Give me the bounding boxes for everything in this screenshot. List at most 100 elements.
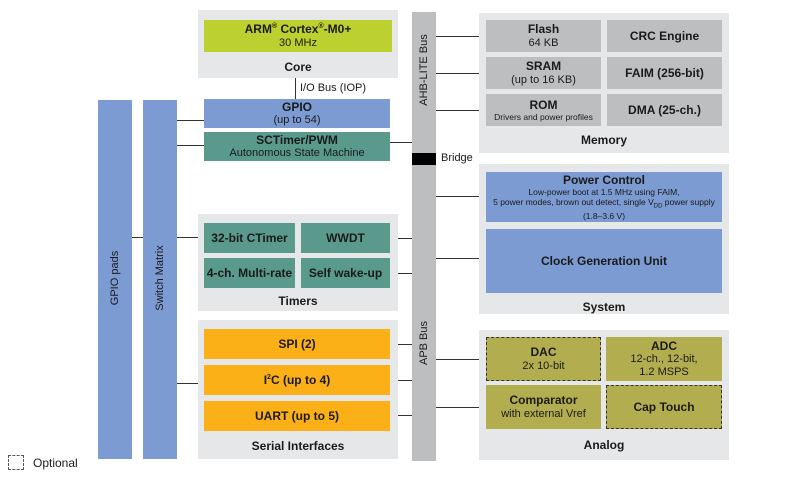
bridge-block: [412, 153, 436, 165]
gpio-sub: (up to 54): [273, 114, 321, 127]
spi-label: SPI (2): [278, 336, 316, 351]
sram-sub: (up to 16 KB): [511, 73, 576, 86]
adc-title: ADC: [651, 338, 677, 353]
i2c-block: I2C (up to 4): [204, 365, 390, 395]
cpu-frequency: 30 MHz: [279, 36, 317, 49]
i2c-label: I2C (up to 4): [263, 372, 331, 387]
switch-matrix-column: Switch Matrix: [143, 100, 177, 459]
power-control-title: Power Control: [562, 172, 645, 187]
system-group: Power Control Low-power boot at 1.5 MHz …: [479, 164, 729, 314]
clock-generation-block: Clock Generation Unit: [486, 229, 722, 293]
dac-sub: 2x 10-bit: [522, 359, 565, 372]
adc-sub1: 12-ch., 12-bit,: [630, 353, 698, 365]
sram-block: SRAM (up to 16 KB): [486, 57, 601, 89]
pads-to-matrix-line: [132, 237, 143, 238]
core-group-label: Core: [284, 60, 312, 74]
sctimer-block: SCTimer/PWM Autonomous State Machine: [204, 132, 390, 161]
system-group-label: System: [582, 300, 626, 314]
faim-block: FAIM (256-bit): [607, 57, 722, 89]
flash-block: Flash 64 KB: [486, 20, 601, 52]
rom-block: ROM Drivers and power profiles: [486, 94, 601, 126]
matrix-timers-line: [177, 237, 204, 238]
cap-touch-title: Cap Touch: [633, 399, 695, 414]
power-control-line1: Low-power boot at 1.5 MHz using FAIM,: [528, 187, 680, 198]
switch-matrix-label: Switch Matrix: [154, 245, 166, 311]
serial-group-label: Serial Interfaces: [251, 439, 345, 453]
ahb-lite-bus: AHB-LITE Bus: [412, 12, 436, 153]
dma-label: DMA (25-ch.): [628, 102, 701, 117]
comparator-sub: with external Vref: [501, 407, 586, 420]
ahb-lite-bus-label: AHB-LITE Bus: [418, 34, 430, 106]
apb-clock-line: [436, 258, 486, 259]
gpio-block: GPIO (up to 54): [204, 99, 390, 128]
ctimer-block: 32-bit CTimer: [204, 223, 295, 253]
multirate-label: 4-ch. Multi-rate: [206, 265, 293, 280]
cap-touch-block: Cap Touch: [606, 385, 722, 429]
apb-spi-line: [390, 344, 412, 345]
selfwake-label: Self wake-up: [308, 265, 383, 280]
uart-label: UART (up to 5): [255, 408, 339, 423]
comparator-block: Comparator with external Vref: [486, 385, 601, 429]
bridge-label: Bridge: [441, 152, 473, 164]
cpu-block: ARM® Cortex®-M0+ 30 MHz: [204, 20, 392, 52]
ahb-flash-line: [436, 36, 486, 37]
apb-bus-label: APB Bus: [418, 320, 430, 366]
analog-group: DAC 2x 10-bit ADC 12-ch., 12-bit, 1.2 MS…: [479, 330, 729, 460]
optional-legend-swatch: [8, 455, 24, 470]
io-bus-line: [295, 78, 296, 99]
apb-power-line: [436, 196, 486, 197]
crc-label: CRC Engine: [629, 28, 700, 43]
cpu-title: ARM® Cortex®-M0+: [244, 22, 352, 37]
faim-label: FAIM (256-bit): [625, 65, 704, 80]
crc-block: CRC Engine: [607, 20, 722, 52]
flash-sub: 64 KB: [528, 36, 559, 49]
dac-title: DAC: [530, 345, 557, 360]
gpio-title: GPIO: [281, 99, 312, 114]
timers-group: 32-bit CTimer WWDT 4-ch. Multi-rate Self…: [198, 214, 398, 311]
rom-title: ROM: [529, 97, 558, 112]
analog-group-label: Analog: [583, 438, 625, 452]
ahb-rom-line: [436, 110, 486, 111]
sctimer-bus-line: [390, 142, 412, 143]
power-control-block: Power Control Low-power boot at 1.5 MHz …: [486, 172, 722, 222]
power-control-line2: 5 power modes, brown out detect, single …: [493, 197, 715, 210]
sctimer-title: SCTimer/PWM: [256, 132, 338, 147]
adc-sub2: 1.2 MSPS: [639, 366, 689, 379]
wwdt-label: WWDT: [326, 230, 365, 245]
memory-group-label: Memory: [580, 133, 627, 147]
adc-block: ADC 12-ch., 12-bit, 1.2 MSPS: [606, 337, 722, 381]
matrix-gpio-line: [177, 120, 204, 121]
sram-title: SRAM: [525, 59, 562, 74]
dac-block: DAC 2x 10-bit: [486, 337, 601, 381]
comparator-title: Comparator: [509, 393, 578, 408]
apb-wwdt-line: [390, 238, 412, 239]
rom-sub: Drivers and power profiles: [494, 112, 593, 123]
dma-block: DMA (25-ch.): [607, 94, 722, 126]
ahb-sram-line: [436, 73, 486, 74]
apb-selfwake-line: [390, 273, 412, 274]
gpio-pads-label: GPIO pads: [109, 250, 121, 306]
sctimer-sub: Autonomous State Machine: [229, 147, 365, 160]
apb-bus: APB Bus: [412, 165, 436, 461]
gpio-pads-column: GPIO pads: [98, 100, 132, 459]
wwdt-block: WWDT: [301, 223, 390, 253]
flash-title: Flash: [527, 22, 560, 37]
clock-generation-label: Clock Generation Unit: [540, 253, 668, 268]
matrix-sctimer-line: [177, 145, 204, 146]
memory-group: Flash 64 KB CRC Engine SRAM (up to 16 KB…: [479, 13, 729, 153]
apb-i2c-line: [390, 380, 412, 381]
apb-comparator-line: [436, 407, 486, 408]
io-bus-label: I/O Bus (IOP): [300, 82, 367, 94]
power-control-line3: (1.8–3.6 V): [582, 211, 626, 222]
apb-dac-line: [436, 359, 486, 360]
apb-uart-line: [390, 415, 412, 416]
uart-block: UART (up to 5): [204, 401, 390, 431]
selfwake-block: Self wake-up: [301, 258, 390, 288]
serial-group: SPI (2) I2C (up to 4) UART (up to 5) Ser…: [198, 320, 398, 459]
multirate-block: 4-ch. Multi-rate: [204, 258, 295, 288]
optional-legend-label: Optional: [33, 456, 78, 470]
timers-group-label: Timers: [278, 294, 318, 308]
matrix-serial-line: [177, 383, 204, 384]
spi-block: SPI (2): [204, 329, 390, 359]
core-group: ARM® Cortex®-M0+ 30 MHz Core: [198, 10, 398, 78]
